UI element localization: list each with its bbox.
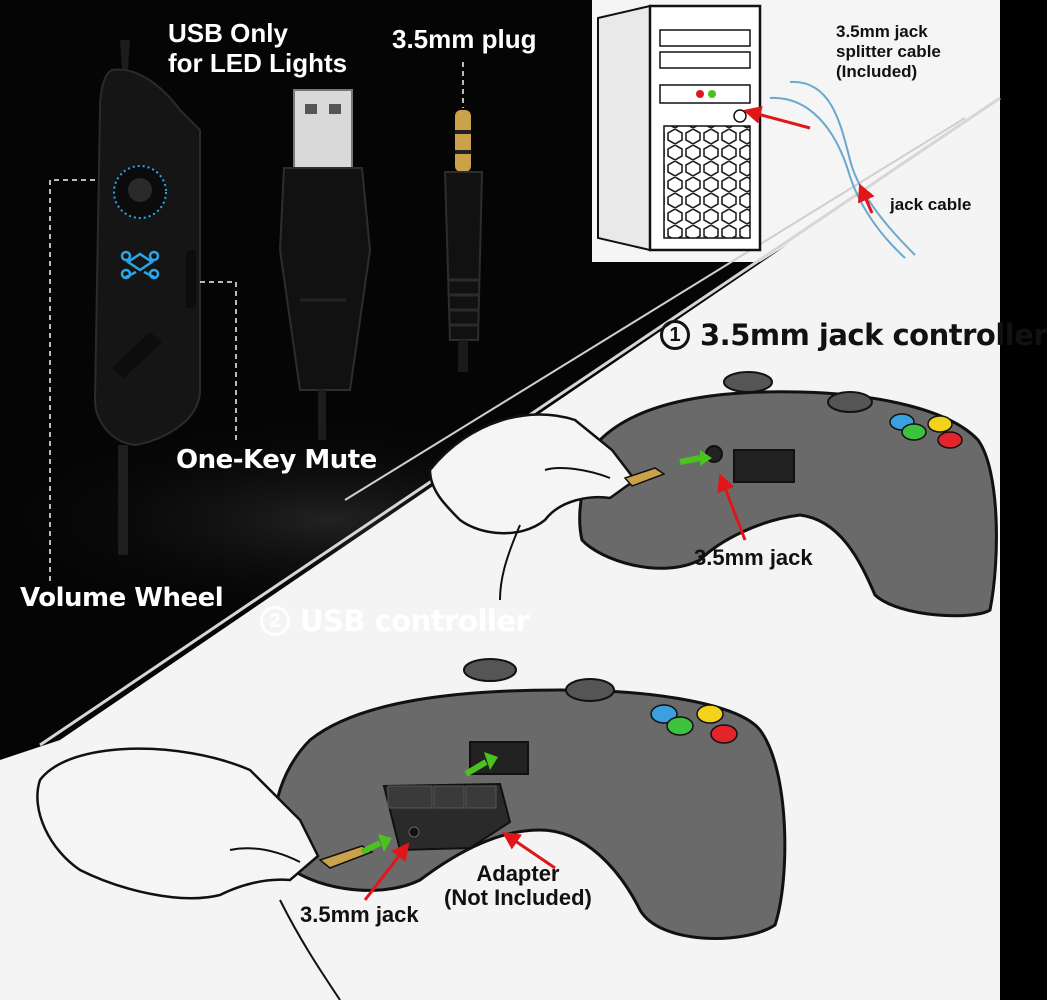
usb-only-label: USB Only for LED Lights (168, 18, 347, 78)
headset-adapter-icon (382, 782, 512, 852)
gamepad-icon (272, 658, 787, 940)
arrow-green (464, 759, 488, 777)
arrow-green-head (700, 450, 712, 466)
jack-35-bottom-label: 3.5mm jack (300, 902, 419, 927)
adapter-line1: Adapter (476, 861, 560, 886)
splitter-line1: 3.5mm jack (836, 22, 928, 41)
splitter-line2: splitter cable (836, 42, 941, 61)
step-1-title: 3.5mm jack controller (700, 317, 1047, 352)
step-2-number: 2 (260, 606, 290, 636)
splitter-cable (789, 80, 916, 256)
arrow-green (679, 455, 701, 465)
arrow-green-head (378, 834, 392, 852)
jack-cable-label: jack cable (890, 195, 972, 214)
audio-plug-icon (443, 62, 484, 372)
usb-only-line1: USB Only (168, 18, 288, 48)
infographic-artwork (0, 0, 1001, 1000)
plug-35-label: 3.5mm plug (392, 24, 537, 54)
splitter-label: 3.5mm jack splitter cable (Included) (836, 22, 941, 82)
one-key-mute-label: One-Key Mute (176, 445, 377, 475)
volume-wheel-label: Volume Wheel (20, 583, 224, 613)
usb-plug-icon (278, 89, 372, 440)
jack-35-top-label: 3.5mm jack (694, 545, 813, 570)
mute-leader-line (200, 281, 237, 440)
arrow-to-adapter (502, 831, 556, 870)
step-1-number: 1 (660, 320, 690, 350)
step-2-title: USB controller (300, 603, 530, 638)
computer-tower-icon (597, 4, 762, 252)
adapter-label: Adapter (Not Included) (444, 862, 592, 910)
arrow-to-jack (363, 842, 410, 901)
hand-icon (36, 747, 374, 1000)
arrow-to-jack (717, 473, 747, 541)
volume-leader-line (49, 179, 95, 585)
arrow-to-pc-port (743, 106, 811, 130)
arrow-to-jack-cable (858, 183, 875, 214)
arrow-green-head (484, 752, 498, 770)
arrow-green (360, 840, 382, 855)
adapter-line2: (Not Included) (444, 885, 592, 910)
step-1-heading: 1 3.5mm jack controller (660, 320, 1047, 350)
inline-controller-icon (93, 40, 201, 555)
step-2-heading: 2 USB controller (260, 603, 530, 638)
gamepad-icon (578, 371, 998, 618)
splitter-cable (769, 96, 906, 259)
divider-line (344, 117, 966, 501)
usb-only-line2: for LED Lights (168, 48, 348, 78)
splitter-line3: (Included) (836, 62, 918, 81)
hand-icon (428, 413, 666, 601)
